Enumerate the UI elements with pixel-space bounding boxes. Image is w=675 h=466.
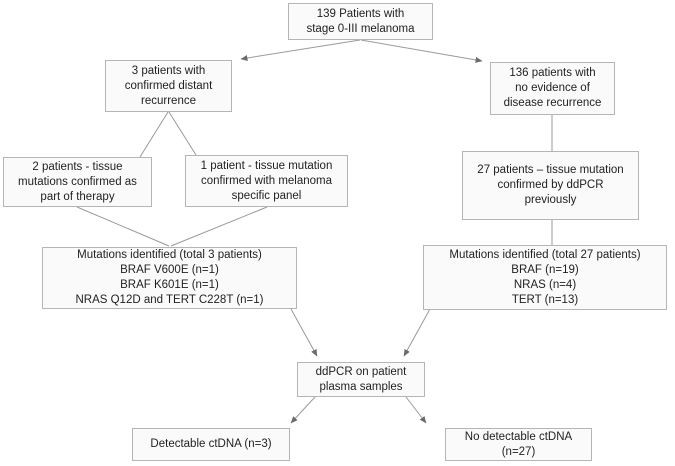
node-text-line: BRAF (n=19): [511, 263, 579, 276]
edge-therapy-to-mut3: [76, 206, 170, 247]
node-text-line: mutations confirmed as: [18, 175, 137, 188]
node-1-panel-confirmed: 1 patient - tissue mutation confirmed wi…: [185, 155, 348, 207]
node-text-line: TERT (n=13): [511, 293, 579, 306]
node-2-therapy-confirmed: 2 patients - tissue mutations confirmed …: [3, 157, 152, 207]
node-text-line: 3 patients with: [131, 64, 206, 77]
node-text-line: 2 patients - tissue: [32, 160, 123, 173]
edge-plasma-to-nodetectable: [405, 396, 427, 424]
node-text-line: 1 patient - tissue mutation: [200, 159, 333, 172]
node-mutations-total-3: Mutations identified (total 3 patients) …: [42, 247, 297, 309]
node-detectable-ctdna: Detectable ctDNA (n=3): [132, 428, 290, 461]
node-text-line: confirmed distant: [124, 79, 213, 92]
node-136-no-recurrence: 136 patients with no evidence of disease…: [490, 62, 615, 115]
node-139-patients: 139 Patients with stage 0-III melanoma: [288, 3, 433, 40]
node-text-line: stage 0-III melanoma: [306, 22, 415, 35]
node-text-line: part of therapy: [40, 190, 115, 203]
node-ddpcr-plasma-samples: ddPCR on patient plasma samples: [297, 362, 425, 397]
node-text-line: disease recurrence: [503, 97, 602, 109]
edge-distant-to-therapy: [139, 111, 169, 158]
edge-panel-to-mut3: [170, 206, 268, 247]
node-text-line: BRAF K601E (n=1): [120, 279, 219, 291]
node-text-line: 139 Patients with: [316, 7, 405, 20]
edge-distant-to-panel: [168, 111, 197, 156]
node-text-line: ddPCR on patient: [315, 365, 407, 378]
node-3-distant-recurrence: 3 patients with confirmed distant recurr…: [105, 60, 232, 112]
node-text-line: no evidence of: [515, 82, 590, 94]
node-text-line: specific panel: [231, 189, 302, 202]
node-text-line: recurrence: [141, 94, 196, 107]
edge-root-to-distant: [240, 39, 361, 61]
node-text-line: NRAS Q12D and TERT C228T (n=1): [75, 294, 264, 306]
node-text-line: 136 patients with: [509, 67, 596, 79]
node-text-line: 27 patients – tissue mutation: [477, 164, 624, 176]
node-text-line: No detectable ctDNA: [464, 430, 573, 443]
edge-root-to-norecur: [360, 39, 483, 63]
node-text-line: plasma samples: [319, 380, 403, 393]
node-text-line: (n=27): [501, 445, 536, 458]
node-text-line: Mutations identified (total 27 patients): [449, 248, 641, 261]
node-no-detectable-ctdna: No detectable ctDNA (n=27): [445, 428, 592, 461]
node-text-line: confirmed with melanoma: [200, 174, 333, 187]
node-text-line: Detectable ctDNA (n=3): [150, 438, 272, 450]
node-27-ddpcr-confirmed: 27 patients – tissue mutation confirmed …: [462, 151, 639, 220]
edge-mut3-to-plasma: [290, 308, 318, 357]
node-text-line: previously: [524, 194, 577, 206]
edge-plasma-to-detectable: [290, 396, 316, 424]
node-text-line: Mutations identified (total 3 patients): [77, 249, 262, 261]
edge-mut27-to-plasma: [403, 308, 431, 357]
node-text-line: NRAS (n=4): [513, 278, 577, 291]
node-mutations-total-27: Mutations identified (total 27 patients)…: [423, 245, 667, 310]
node-text-line: BRAF V600E (n=1): [120, 264, 219, 276]
node-text-line: confirmed by ddPCR: [497, 179, 604, 191]
